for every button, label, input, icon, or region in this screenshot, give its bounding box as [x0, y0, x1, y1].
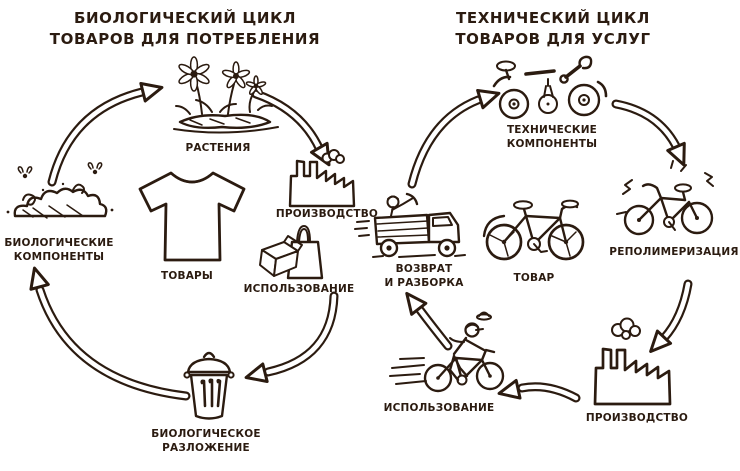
- worm-icon: [22, 193, 36, 206]
- production-right-label: ПРОИЗВОДСТВО: [585, 412, 689, 424]
- bicycle-icon: [482, 199, 585, 261]
- daisy-flower: [178, 56, 210, 92]
- right-cycle-title-line2: ТОВАРОВ ДЛЯ УСЛУГ: [455, 30, 651, 48]
- plants-icon: [173, 56, 279, 134]
- fork-wheel-icon: [538, 78, 558, 114]
- broken-bicycle-icon: [616, 160, 714, 236]
- motion-lines-icon: [354, 220, 370, 237]
- product-node: [478, 190, 590, 266]
- daisy-flower-2: [221, 61, 251, 89]
- plants-label: РАСТЕНИЯ: [185, 142, 251, 154]
- left-cycle-title: БИОЛОГИЧЕСКИЙ ЦИКЛ ТОВАРОВ ДЛЯ ПОТРЕБЛЕН…: [32, 8, 338, 50]
- return-node: [354, 192, 475, 260]
- arrow-production-to-usage: [497, 378, 581, 403]
- bio-components-label-line2: КОМПОНЕНТЫ: [13, 251, 105, 263]
- bio-components-label-line1: БИОЛОГИЧЕСКИЕ: [4, 237, 114, 249]
- wheel-icon: [498, 88, 530, 120]
- fender-icon: [492, 75, 512, 88]
- tech-components-label: ТЕХНИЧЕСКИЕ КОМПОНЕНТЫ: [495, 123, 609, 151]
- frame-tube-icon: [524, 69, 556, 76]
- return-label: ВОЗВРАТ И РАЗБОРКА: [372, 262, 476, 290]
- truck-icon: [354, 192, 466, 258]
- decomposition-node: [180, 348, 238, 424]
- usage-left-node: [252, 218, 347, 282]
- right-cycle-title: ТЕХНИЧЕСКИЙ ЦИКЛ ТОВАРОВ ДЛЯ УСЛУГ: [410, 8, 696, 50]
- production-left-node: [280, 149, 365, 208]
- compost-icon: [6, 162, 114, 219]
- trash-can-icon: [183, 351, 235, 420]
- arrow-tech-components-to-repolymerization: [611, 99, 686, 167]
- smoke-puff-icon: [611, 317, 641, 340]
- repolymerization-label: РЕПОЛИМЕРИЗАЦИЯ: [609, 246, 739, 258]
- fender-icon: [596, 80, 608, 98]
- cyclist-icon: [389, 311, 505, 393]
- tech-components-node: [490, 55, 612, 124]
- worker-icon: [386, 192, 419, 217]
- factory-icon: [288, 149, 356, 208]
- return-label-line1: ВОЗВРАТ: [395, 263, 453, 275]
- left-cycle-title-line1: БИОЛОГИЧЕСКИЙ ЦИКЛ: [73, 9, 297, 27]
- repolymerization-node: [615, 160, 723, 242]
- return-label-line2: И РАЗБОРКА: [384, 277, 464, 289]
- tech-components-label-line2: КОМПОНЕНТЫ: [506, 138, 598, 150]
- usage-right-label: ИСПОЛЬЗОВАНИЕ: [383, 402, 495, 414]
- bio-components-label: БИОЛОГИЧЕСКИЕ КОМПОНЕНТЫ: [0, 236, 118, 264]
- decomposition-label: БИОЛОГИЧЕСКОЕ РАЗЛОЖЕНИЕ: [140, 427, 272, 455]
- bike-parts-icon: [492, 55, 608, 120]
- worm-icon: [72, 183, 85, 194]
- factory-icon: [593, 317, 672, 406]
- fly-icon: [17, 166, 33, 179]
- arrow-plants-to-production: [251, 89, 331, 167]
- wheel-icon: [567, 83, 601, 117]
- small-flower: [245, 75, 267, 96]
- flying-hat-icon: [476, 311, 492, 321]
- tech-components-label-line1: ТЕХНИЧЕСКИЕ: [506, 124, 598, 136]
- production-right-node: [583, 316, 683, 408]
- smoke-puff-icon: [321, 149, 345, 164]
- arrow-decomposition-to-components: [29, 266, 191, 401]
- arrow-return-to-tech-components: [407, 88, 501, 189]
- decomposition-label-line2: РАЗЛОЖЕНИЕ: [162, 442, 250, 454]
- left-cycle-title-line2: ТОВАРОВ ДЛЯ ПОТРЕБЛЕНИЯ: [49, 30, 321, 48]
- arrow-usage-to-decomposition: [244, 291, 339, 383]
- fly-icon: [87, 162, 103, 175]
- bio-components-node: [3, 160, 118, 234]
- arrow-components-to-plants: [47, 82, 164, 187]
- right-cycle-title-line1: ТЕХНИЧЕСКИЙ ЦИКЛ: [456, 9, 650, 27]
- arrow-repolymerization-to-production: [649, 279, 693, 353]
- rider-icon: [448, 322, 486, 382]
- box-icon: [259, 235, 303, 277]
- product-label: ТОВАР: [513, 272, 555, 284]
- production-left-label: ПРОИЗВОДСТВО: [275, 208, 379, 220]
- plants-node: [150, 56, 300, 140]
- arrow-usage-to-return: [405, 291, 453, 351]
- shopping-bag-box-icon: [259, 225, 324, 280]
- speed-lines-icon: [389, 357, 427, 385]
- wrench-icon: [559, 55, 593, 84]
- goods-node: [133, 163, 251, 267]
- usage-left-label: ИСПОЛЬЗОВАНИЕ: [243, 283, 355, 295]
- decomposition-label-line1: БИОЛОГИЧЕСКОЕ: [151, 428, 261, 440]
- goods-label: ТОВАРЫ: [161, 270, 213, 282]
- usage-right-node: [389, 311, 520, 400]
- tshirt-icon: [138, 171, 246, 262]
- impact-marks-icon: [616, 160, 714, 215]
